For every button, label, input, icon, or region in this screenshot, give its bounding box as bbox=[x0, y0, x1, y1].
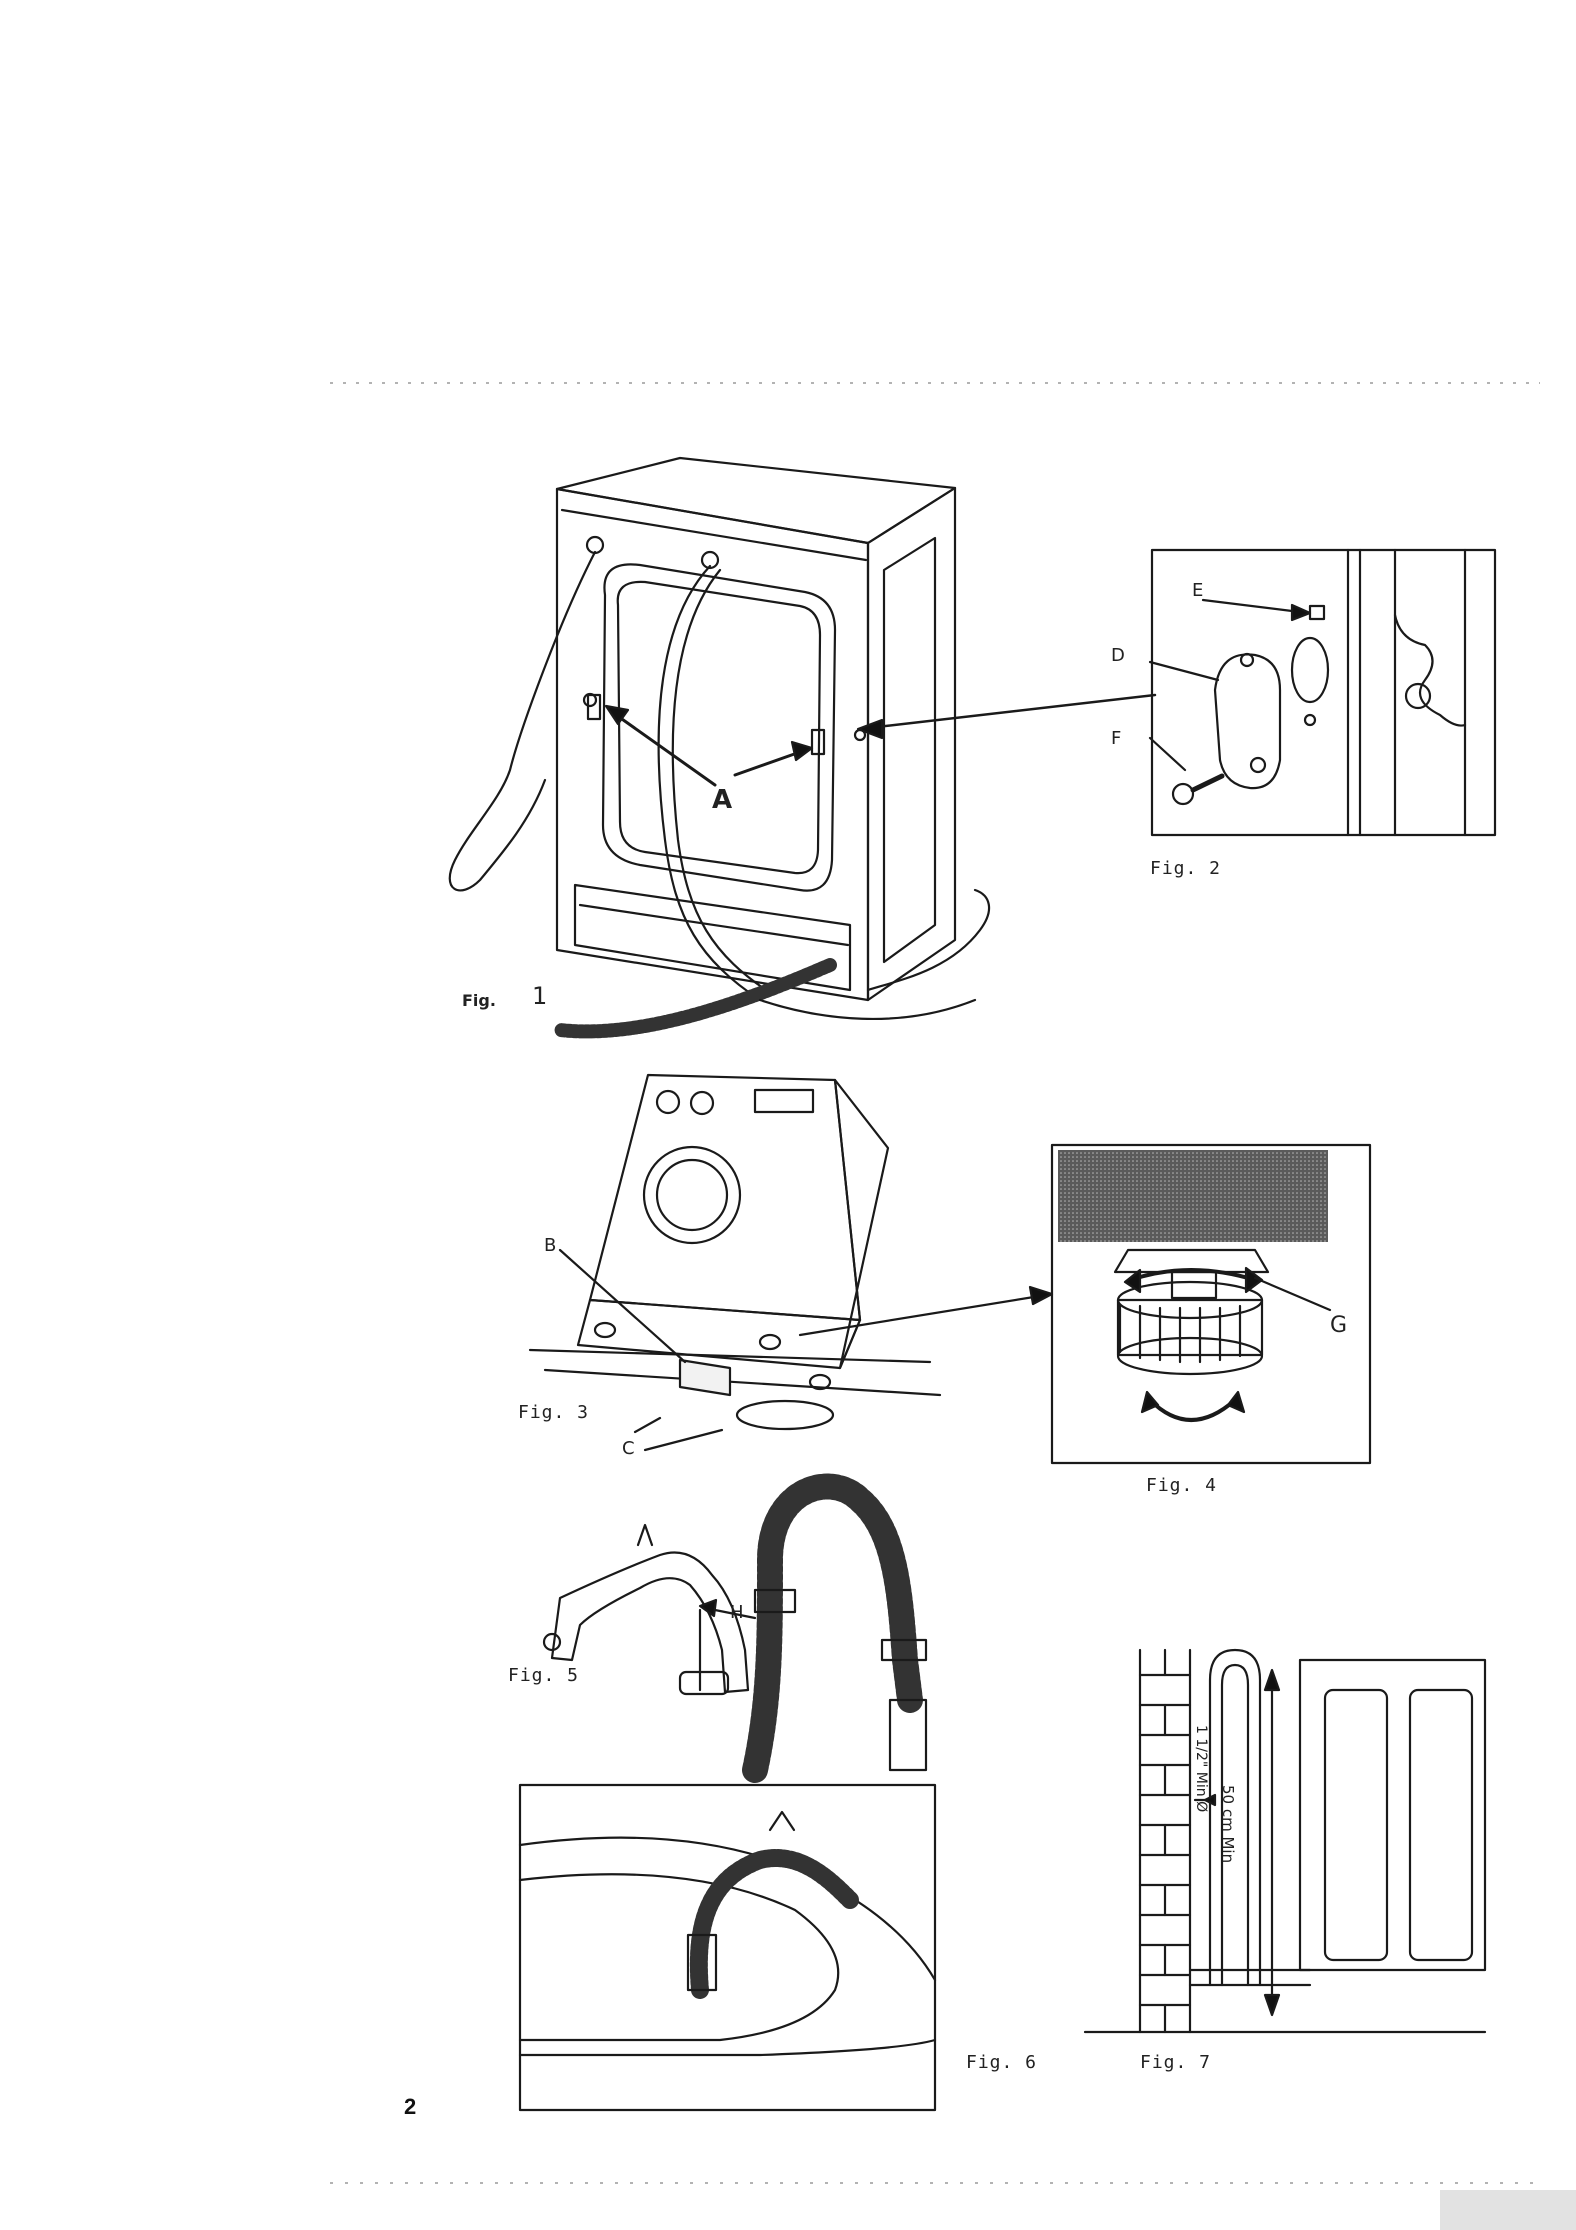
fig7-standpipe-drawing bbox=[1085, 1650, 1485, 2032]
fig4-label-g: G bbox=[1330, 1313, 1347, 1338]
fig3-label-c: C bbox=[622, 1438, 635, 1459]
fig7-dimension-diameter: 1 1/2" Min Ø bbox=[1193, 1725, 1209, 1812]
fig4-foot-detail-drawing bbox=[1052, 1145, 1370, 1463]
fig7-caption: Fig. 7 bbox=[1140, 2052, 1211, 2073]
fig7-dimension-height: 50 cm Min bbox=[1219, 1785, 1237, 1863]
fig5-label-h: H bbox=[730, 1602, 744, 1623]
fig3-caption: Fig. 3 bbox=[518, 1402, 589, 1423]
fig1-caption-prefix: Fig. bbox=[462, 991, 496, 1010]
fig1-caption-number: 1 bbox=[532, 982, 547, 1010]
fig2-caption: Fig. 2 bbox=[1150, 858, 1221, 879]
fig2-label-f: F bbox=[1111, 728, 1121, 749]
fig3-machine-front-drawing bbox=[530, 1075, 1052, 1450]
fig1-label-a: A bbox=[712, 785, 732, 815]
fig4-caption: Fig. 4 bbox=[1146, 1475, 1217, 1496]
fig6-caption: Fig. 6 bbox=[966, 2052, 1037, 2073]
fig5-caption: Fig. 5 bbox=[508, 1665, 579, 1686]
fig3-label-b: B bbox=[544, 1235, 556, 1256]
page-number: 2 bbox=[404, 2094, 416, 2120]
fig2-label-d: D bbox=[1111, 645, 1125, 666]
fig2-label-e: E bbox=[1192, 580, 1203, 601]
fig1-machine-rear-drawing bbox=[450, 458, 1155, 1031]
fig5-hose-guide-drawing bbox=[544, 1487, 926, 1771]
fig6-bathtub-drawing bbox=[520, 1785, 935, 2110]
